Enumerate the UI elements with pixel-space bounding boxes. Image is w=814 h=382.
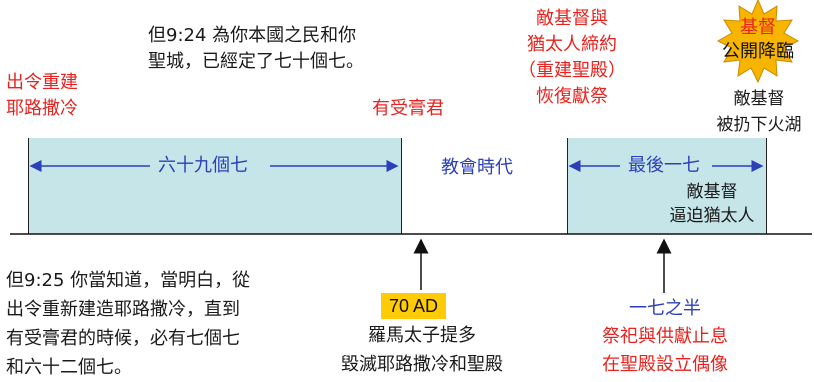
messiah-label: 有受膏君 <box>372 98 444 119</box>
star-burst-icon <box>716 0 800 84</box>
decree-label: 出令重建 耶路撒冷 <box>6 70 78 122</box>
lake-of-fire-label: 敵基督 被扔下火湖 <box>704 86 814 138</box>
persecution-line-1: 敵基督 <box>686 182 738 202</box>
bottom-quote: 但9:25 你當知道，當明白，從 出令重新建造耶路撒冷，直到 有受膏君的時候，必… <box>6 266 250 382</box>
midpoint-line-2: 在聖殿設立偶像 <box>602 354 728 375</box>
midpoint-title: 一七之半 <box>629 298 701 319</box>
star-line-2: 公開降臨 <box>722 41 794 62</box>
bottom-quote-line-1: 但9:25 你當知道，當明白，從 <box>6 270 251 291</box>
ad70-line-2: 毀滅耶路撒冷和聖殿 <box>341 354 503 375</box>
church-age-label: 教會時代 <box>441 157 513 178</box>
decree-line-1: 出令重建 <box>6 72 78 93</box>
lake-line-1: 敵基督 <box>733 89 785 109</box>
midpoint-line-1: 祭祀與供獻止息 <box>602 326 728 347</box>
persecution-line-2: 逼迫猶太人 <box>669 206 755 226</box>
last-week-label: 最後一七 <box>628 155 700 176</box>
covenant-line-2: 猶太人締約 <box>527 34 617 55</box>
last-week-box <box>567 138 767 234</box>
ad70-badge: 70 AD <box>381 293 447 319</box>
persecution-label: 敵基督 逼迫猶太人 <box>662 180 762 228</box>
star-line-1: 基督 <box>740 17 776 38</box>
lake-line-2: 被扔下火湖 <box>716 115 802 135</box>
bottom-quote-line-3: 有受膏君的時候，必有七個七 <box>6 328 240 349</box>
covenant-label: 敵基督與 猶太人締約 （重建聖殿） 恢復獻祭 <box>490 6 654 110</box>
covenant-line-4: 恢復獻祭 <box>536 86 608 107</box>
top-quote-line-1: 但9:24 為你本國之民和你 <box>148 25 357 46</box>
ad70-line-1: 羅馬太子提多 <box>368 325 476 346</box>
decree-line-2: 耶路撒冷 <box>6 98 78 119</box>
sixty-nine-weeks-label: 六十九個七 <box>158 155 248 176</box>
top-quote-line-2: 聖城，已經定了七十個七。 <box>148 51 364 72</box>
covenant-line-1: 敵基督與 <box>536 8 608 29</box>
top-quote: 但9:24 為你本國之民和你 聖城，已經定了七十個七。 <box>148 23 364 75</box>
covenant-line-3: （重建聖殿） <box>518 60 626 81</box>
bottom-quote-line-2: 出令重新建造耶路撒冷，直到 <box>6 299 240 320</box>
midpoint-label: 祭祀與供獻止息 在聖殿設立偶像 <box>580 323 750 379</box>
bottom-quote-line-4: 和六十二個七。 <box>6 357 132 378</box>
second-coming-label: 基督 公開降臨 <box>718 16 798 64</box>
ad70-label: 羅馬太子提多 毀滅耶路撒冷和聖殿 <box>330 321 514 379</box>
sixty-nine-weeks-box <box>28 138 402 234</box>
